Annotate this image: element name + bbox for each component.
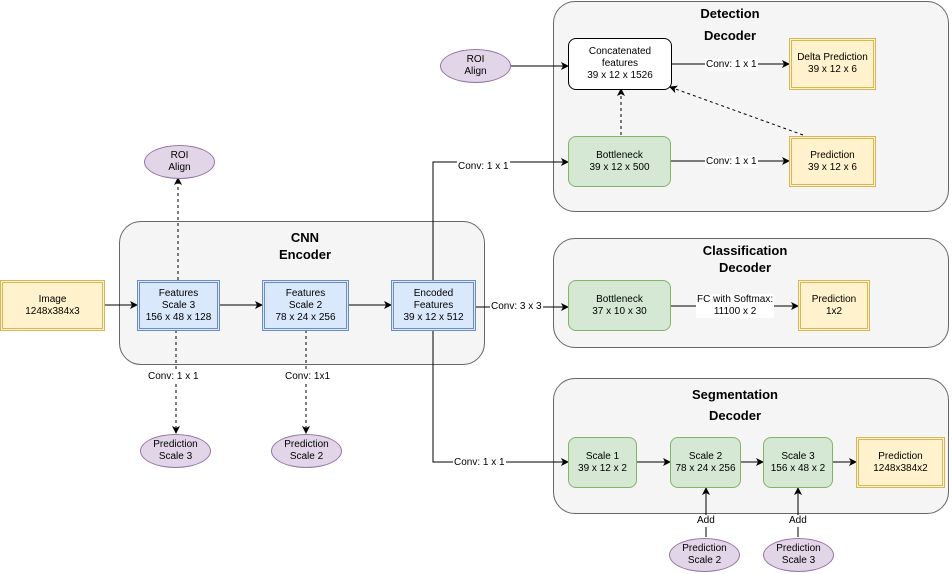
edge-label-conv-to-detection: Conv: 1 x 1	[457, 161, 510, 173]
edge-label-conv-scale2: Conv: 1x1	[284, 371, 332, 383]
edge-label-conv-to-classification: Conv: 3 x 3	[490, 301, 543, 313]
prediction-scale2-line: Scale 2	[289, 451, 324, 462]
edge-det-pred-to-concat	[669, 85, 804, 136]
detection-decoder-title: Detection Decoder	[660, 5, 800, 44]
prediction-scale2-line: Prediction	[284, 439, 329, 450]
edge-label-fc-softmax: FC with Softmax: 11100 x 2	[696, 294, 775, 318]
segmentation-prediction-scale3-line: Scale 3	[781, 555, 816, 566]
concatenated-features-line: 39 x 12 x 1526	[587, 70, 653, 81]
edge-label-conv-to-segmentation: Conv: 1 x 1	[453, 457, 506, 469]
feat2-node-line: Features	[285, 287, 326, 299]
segmentation-scale2-line: 78 x 24 x 256	[675, 462, 736, 474]
prediction-scale3-line: Prediction	[153, 439, 198, 450]
feat3-node-line: Scale 3	[161, 299, 196, 311]
classification-prediction-line: 1x2	[825, 305, 843, 317]
edge-label-add-scale3: Add	[788, 515, 808, 527]
segmentation-prediction-scale2-line: Scale 2	[687, 555, 722, 566]
classification-decoder-title-line: Decoder	[718, 260, 772, 275]
cnn-encoder-title-line: Encoder	[278, 247, 331, 262]
feat3-node-line: Features	[158, 287, 199, 299]
segmentation-scale3-line: Scale 3	[781, 450, 815, 462]
edge-encoded-to-seg-scale1	[432, 330, 569, 466]
detection-bottleneck-line: 39 x 12 x 500	[589, 161, 650, 173]
encoded-node-line: Features	[413, 299, 454, 311]
detection-prediction-line: 39 x 12 x 6	[808, 161, 857, 173]
segmentation-prediction-scale2-line: Prediction	[682, 543, 727, 554]
roi-align-top-line: ROI	[170, 150, 189, 161]
classification-decoder-title-line: Classification	[702, 243, 788, 258]
cnn-encoder-title-line: CNN	[290, 230, 320, 245]
edge-label-fc-softmax-line: FC with Softmax:	[697, 294, 774, 305]
feat3-node-line: 156 x 48 x 128	[145, 311, 212, 323]
image-node-line: 1248x384x3	[25, 305, 80, 317]
classification-bottleneck-line: Bottleneck	[596, 293, 643, 305]
delta-prediction-line: Delta Prediction	[797, 52, 868, 63]
feat2-node-line: 78 x 24 x 256	[275, 311, 336, 323]
segmentation-decoder-title-line: Segmentation	[692, 387, 778, 402]
detection-bottleneck-line: Bottleneck	[596, 149, 643, 161]
segmentation-scale2-line: Scale 2	[688, 450, 723, 462]
detection-decoder-title-line: Detection	[700, 6, 760, 21]
cnn-encoder-title: CNN Encoder	[240, 229, 370, 263]
edge-label-fc-softmax-line: 11100 x 2	[713, 306, 757, 317]
roi-align-top-line: Align	[168, 162, 191, 173]
edge-label-conv-delta: Conv: 1 x 1	[705, 59, 758, 71]
edge-label-add-scale2: Add	[696, 515, 716, 527]
feat2-node-line: Scale 2	[288, 299, 323, 311]
roi-align-detection-line: Align	[464, 66, 487, 77]
classification-bottleneck-line: 37 x 10 x 30	[592, 305, 647, 317]
segmentation-prediction-line: Prediction	[878, 450, 923, 462]
encoded-node-line: 39 x 12 x 512	[403, 311, 464, 323]
classification-decoder-title: Classification Decoder	[660, 242, 830, 276]
delta-prediction-line: 39 x 12 x 6	[808, 64, 857, 75]
segmentation-decoder-title-line: Decoder	[708, 408, 762, 423]
detection-prediction-line: Prediction	[810, 149, 855, 161]
image-node-line: Image	[38, 293, 67, 305]
segmentation-decoder-title: Segmentation Decoder	[660, 386, 810, 424]
segmentation-scale1-line: Scale 1	[585, 450, 620, 462]
detection-decoder-title-line: Decoder	[703, 28, 757, 43]
encoded-node-line: Encoded	[413, 287, 454, 299]
concatenated-features-line: Concatenated	[588, 46, 652, 57]
edge-encoded-to-det-bottleneck	[432, 158, 569, 280]
segmentation-prediction-scale3-line: Prediction	[776, 543, 821, 554]
roi-align-detection-line: ROI	[466, 54, 485, 65]
classification-prediction-line: Prediction	[811, 293, 857, 305]
concatenated-features-line: features	[601, 58, 639, 69]
segmentation-scale3-line: 156 x 48 x 2	[770, 462, 826, 474]
edge-label-conv-det-pred: Conv: 1 x 1	[705, 156, 758, 168]
prediction-scale3-line: Scale 3	[158, 451, 193, 462]
edge-label-conv-scale3: Conv: 1 x 1	[147, 371, 200, 383]
segmentation-scale1-line: 39 x 12 x 2	[578, 462, 627, 474]
segmentation-prediction-line: 1248x384x2	[873, 462, 928, 474]
